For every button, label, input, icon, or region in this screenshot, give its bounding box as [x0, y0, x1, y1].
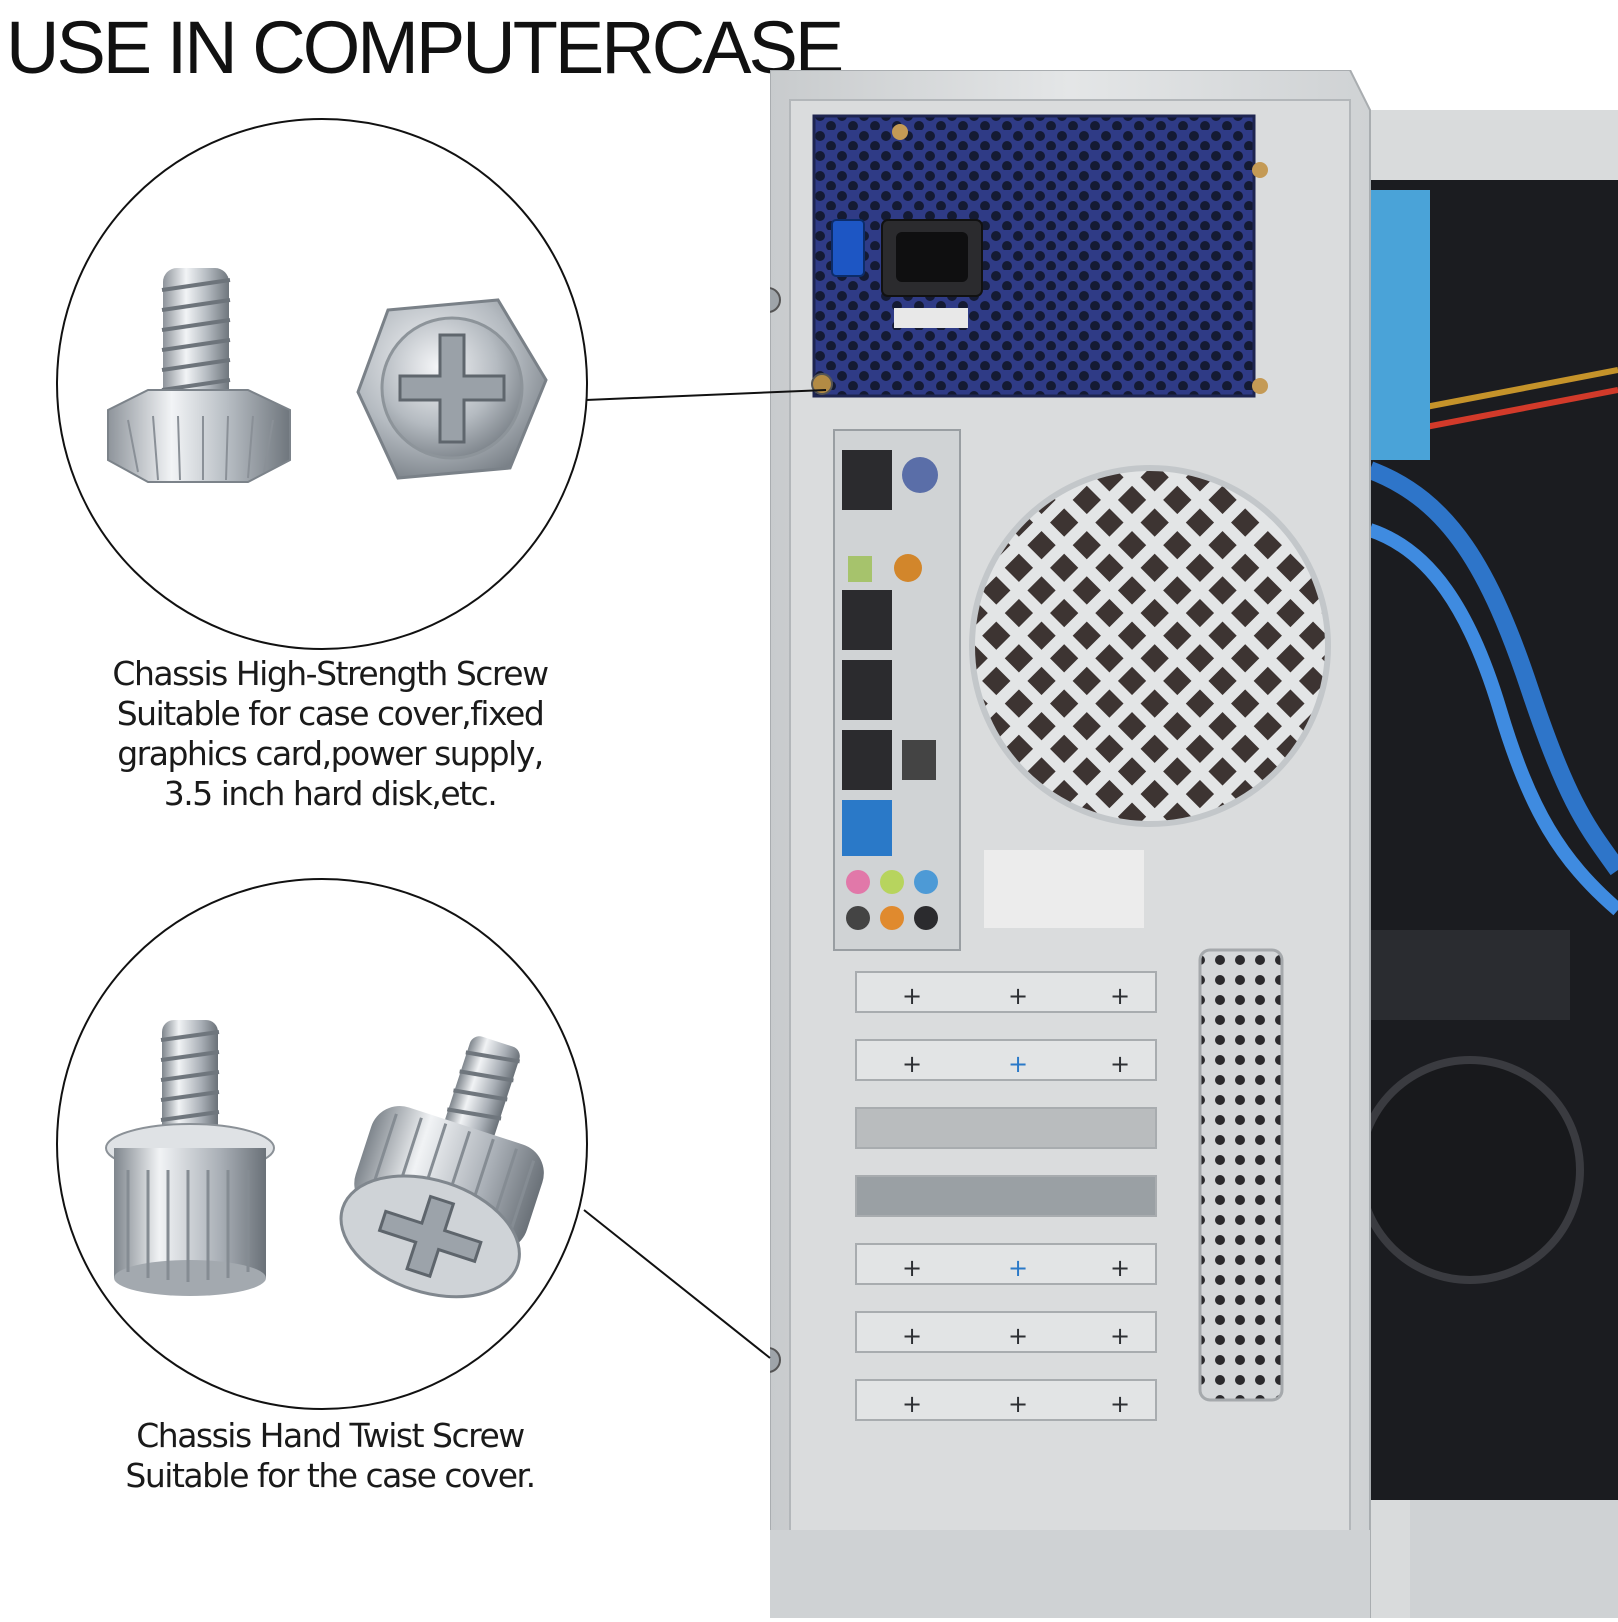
vent-strip	[1198, 948, 1284, 1402]
svg-text:+: +	[1008, 1254, 1028, 1282]
fan-grill	[969, 465, 1331, 928]
hex-flange-screw-icon	[107, 268, 548, 483]
hand-twist-caption-line-1: Chassis Hand Twist Screw	[136, 1416, 525, 1455]
svg-text:+: +	[902, 1050, 922, 1078]
hand-twist-caption-line-2: Suitable for the case cover.	[125, 1456, 536, 1495]
high-strength-caption: Chassis High-Strength Screw Suitable for…	[60, 654, 600, 814]
svg-text:+: +	[1008, 1390, 1028, 1418]
thumb-screw-angled	[339, 1036, 544, 1299]
computer-case: + + + + + + + + + + + + + + +	[755, 69, 1618, 1622]
io-shield	[833, 429, 961, 951]
high-strength-caption-line-1: Chassis High-Strength Screw	[112, 654, 549, 693]
expansion-slots	[855, 971, 1157, 1421]
power-supply	[812, 114, 1256, 398]
headline: USE IN COMPUTERCASE	[6, 6, 844, 89]
slot-crosses: + + + + + + + + + + + + + + +	[902, 982, 1130, 1418]
svg-text:+: +	[902, 1254, 922, 1282]
svg-text:+: +	[1110, 1254, 1130, 1282]
svg-text:+: +	[1008, 1050, 1028, 1078]
svg-text:+: +	[1110, 982, 1130, 1010]
high-strength-caption-line-4: 3.5 inch hard disk,etc.	[163, 774, 498, 813]
svg-text:+: +	[1110, 1322, 1130, 1350]
svg-text:+: +	[902, 982, 922, 1010]
high-strength-caption-line-3: graphics card,power supply,	[117, 734, 544, 773]
case-interior	[1330, 110, 1618, 1618]
svg-text:+: +	[1008, 982, 1028, 1010]
side-screw	[107, 268, 291, 483]
svg-text:+: +	[1008, 1322, 1028, 1350]
top-screw	[356, 298, 548, 480]
svg-text:+: +	[902, 1390, 922, 1418]
hand-twist-caption: Chassis Hand Twist Screw Suitable for th…	[60, 1416, 600, 1496]
svg-text:+: +	[902, 1322, 922, 1350]
svg-text:+: +	[1110, 1390, 1130, 1418]
svg-text:+: +	[1110, 1050, 1130, 1078]
hand-twist-screw-circle	[56, 878, 588, 1410]
thumb-screw-side	[105, 1020, 275, 1296]
high-strength-caption-line-2: Suitable for case cover,fixed	[116, 694, 545, 733]
leader-line-hand-twist	[583, 1209, 771, 1359]
high-strength-screw-circle	[56, 118, 588, 650]
computer-case-icon: + + + + + + + + + + + + + + +	[755, 69, 1618, 1619]
thumb-screw-icon	[105, 1020, 544, 1299]
